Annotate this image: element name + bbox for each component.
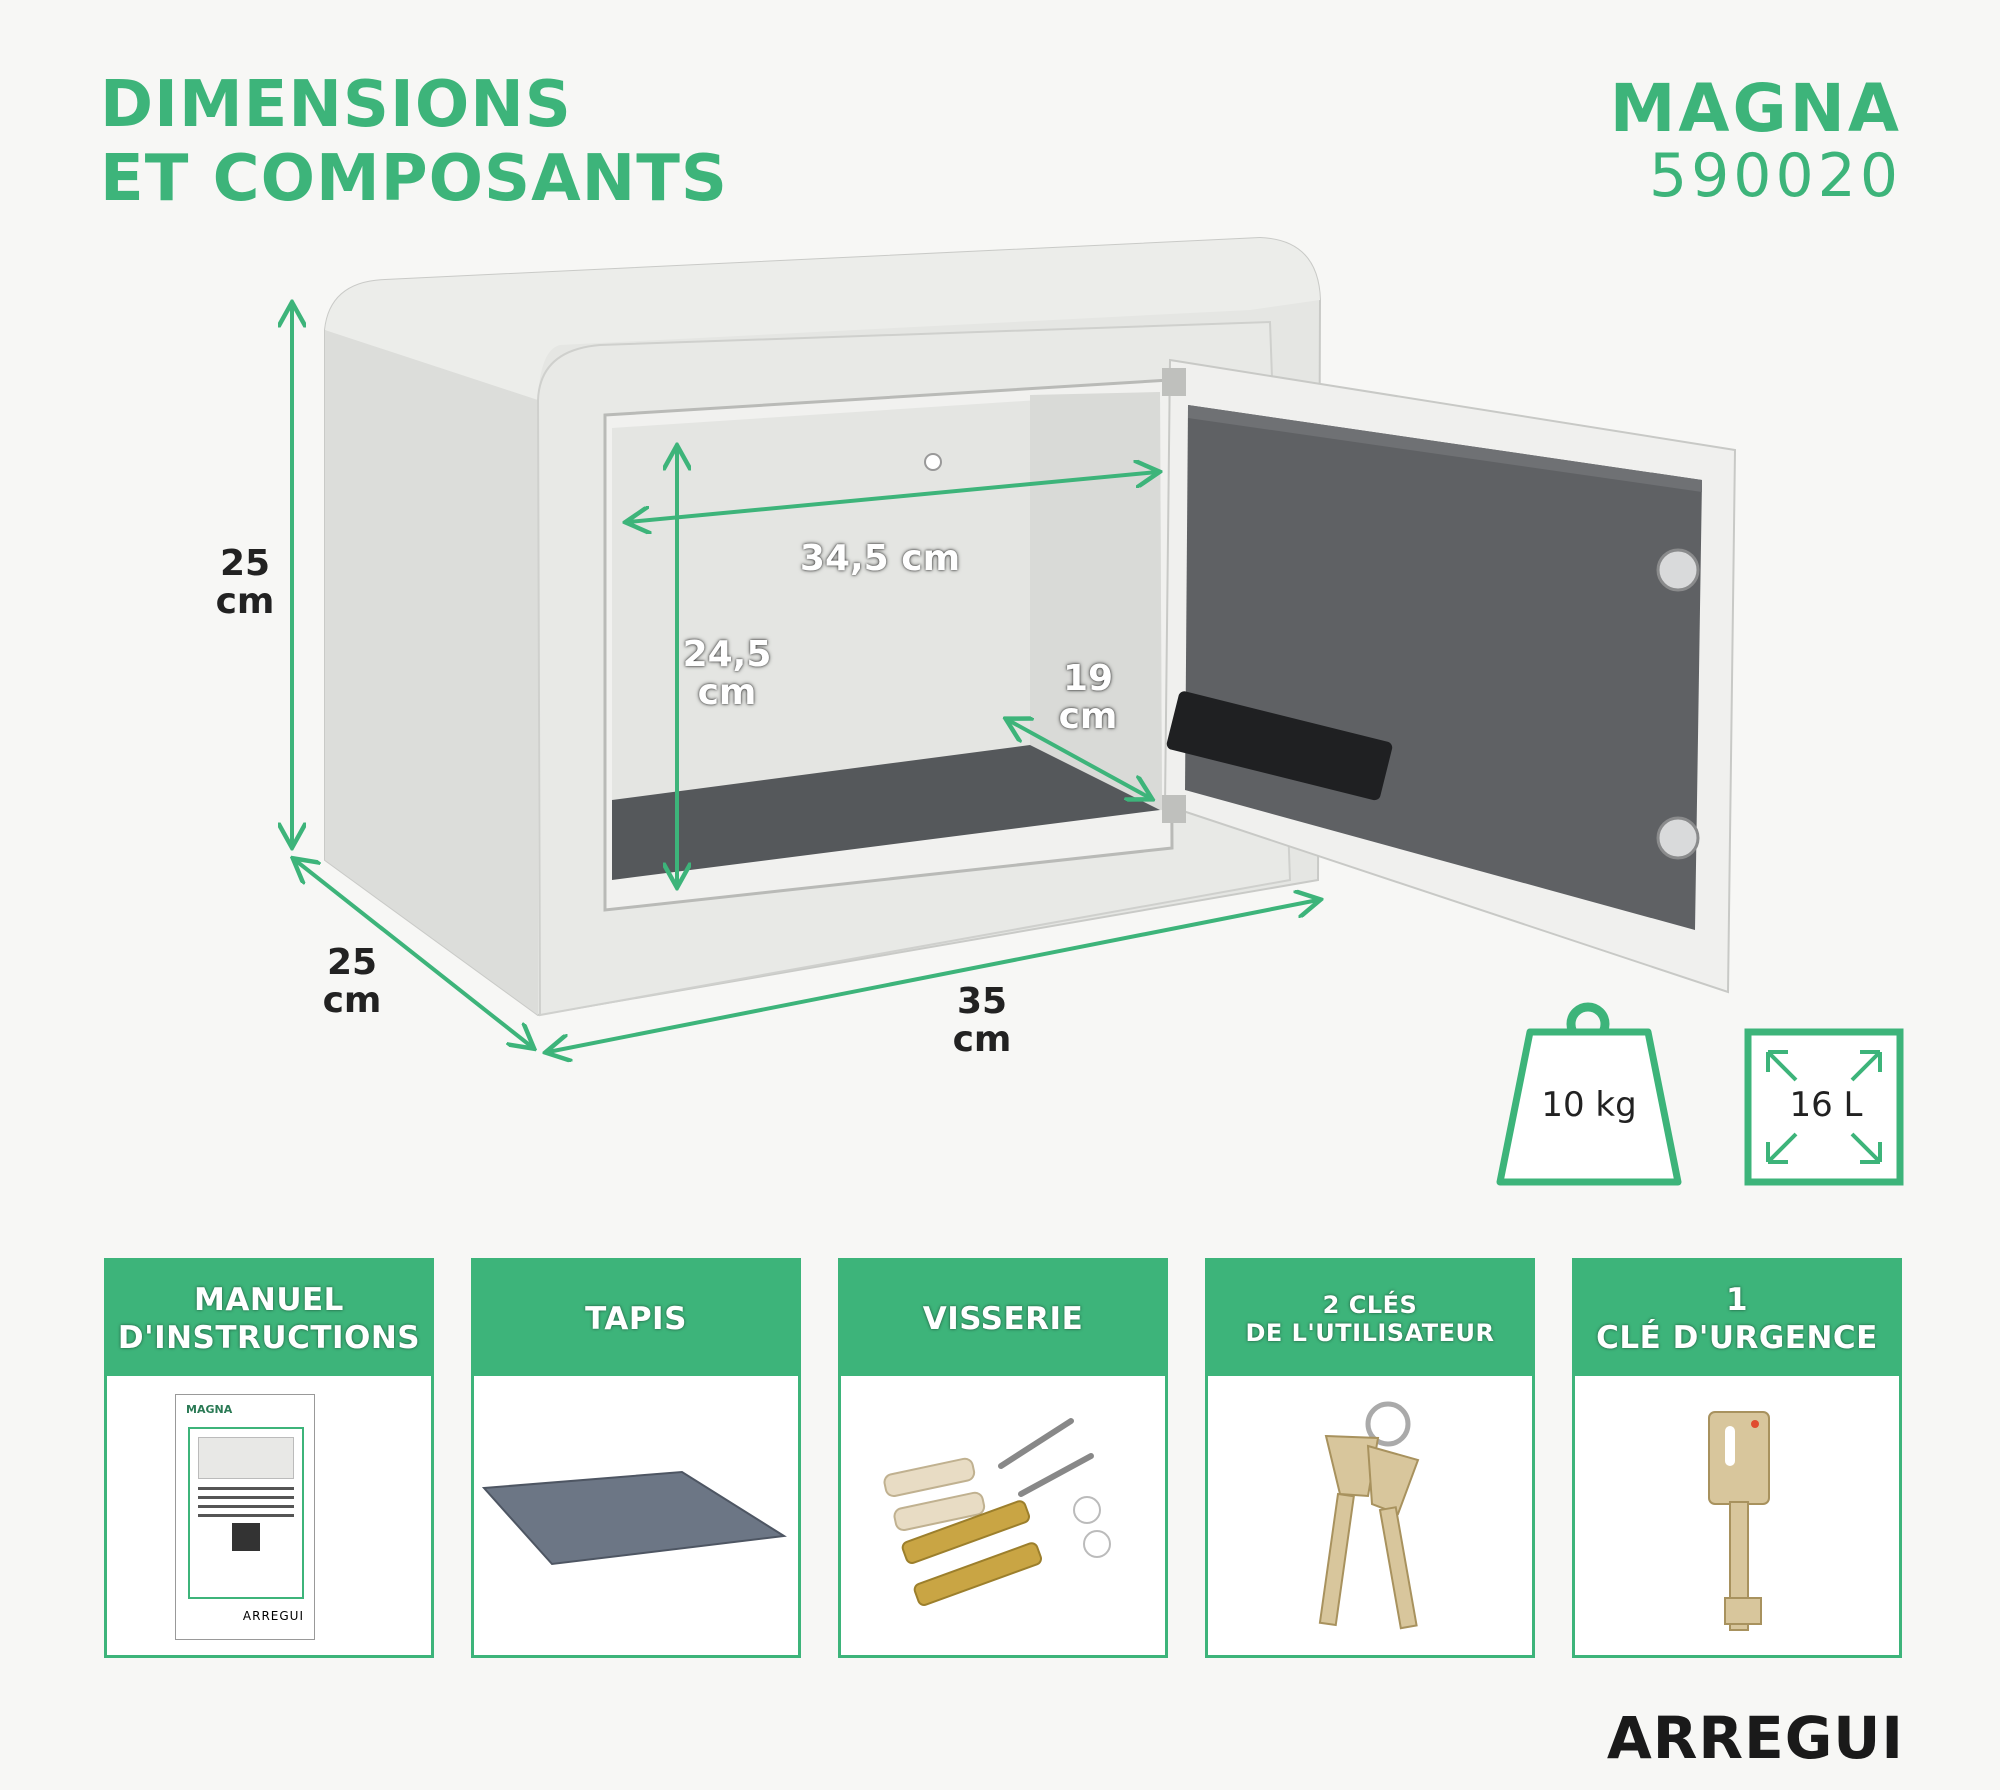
inner-height-label: 24,5 cm	[682, 634, 772, 713]
title-line-2: ET COMPOSANTS	[100, 142, 728, 216]
emergency-key-icon	[1708, 1411, 1770, 1631]
screws-icon	[883, 1418, 1111, 1606]
emergency-key-image	[1575, 1376, 1899, 1654]
component-header: VISSERIE	[841, 1261, 1165, 1376]
outer-height-label: 25 cm	[215, 543, 275, 622]
qr-code-icon	[232, 1523, 260, 1551]
component-header: TAPIS	[474, 1261, 798, 1376]
outer-depth-arrow	[295, 860, 532, 1047]
manual-logo: ARREGUI	[242, 1609, 304, 1623]
hardware-image	[841, 1376, 1165, 1654]
user-keys-image	[1208, 1376, 1532, 1654]
inner-width-arrow	[628, 472, 1157, 522]
title-line-1: DIMENSIONS	[100, 68, 572, 142]
component-header: MANUEL D'INSTRUCTIONS	[107, 1261, 431, 1376]
outer-depth-label: 25 cm	[322, 942, 382, 1021]
weight-value: 10 kg	[1541, 1085, 1637, 1125]
inner-depth-label: 19 cm	[1058, 658, 1118, 737]
keys-icon	[1318, 1401, 1420, 1630]
component-card-emergency-key: 1 CLÉ D'URGENCE	[1572, 1258, 1902, 1658]
component-header: 2 CLÉS DE L'UTILISATEUR	[1208, 1261, 1532, 1376]
page-title: DIMENSIONS ET COMPOSANTS	[100, 68, 728, 216]
inner-depth-arrow	[1008, 720, 1150, 798]
outer-width-label: 35 cm	[952, 981, 1012, 1060]
dimension-arrows	[292, 305, 1318, 1052]
model-name: MAGNA	[1609, 70, 1902, 147]
manual-brand: MAGNA	[186, 1403, 233, 1416]
mat-icon	[481, 1470, 787, 1566]
mat-image	[474, 1376, 798, 1654]
brand-logo: ARREGUI	[1606, 1704, 1904, 1772]
safe-door	[1162, 358, 1737, 994]
inner-width-label: 34,5 cm	[799, 538, 961, 579]
safe-illustration	[0, 236, 1904, 1186]
component-header: 1 CLÉ D'URGENCE	[1575, 1261, 1899, 1376]
model-number: 590020	[1648, 141, 1902, 211]
component-card-mat: TAPIS	[471, 1258, 801, 1658]
volume-icon	[1744, 1028, 1904, 1186]
component-card-user-keys: 2 CLÉS DE L'UTILISATEUR	[1205, 1258, 1535, 1658]
weight-icon	[1496, 1002, 1682, 1186]
model-block: MAGNA 590020	[1609, 70, 1902, 211]
component-card-hardware: VISSERIE	[838, 1258, 1168, 1658]
manual-image: MAGNA ARREGUI	[107, 1376, 431, 1654]
volume-value: 16 L	[1789, 1085, 1863, 1125]
outer-width-arrow	[548, 900, 1318, 1052]
component-card-manual: MANUEL D'INSTRUCTIONS MAGNA ARREGUI	[104, 1258, 434, 1658]
